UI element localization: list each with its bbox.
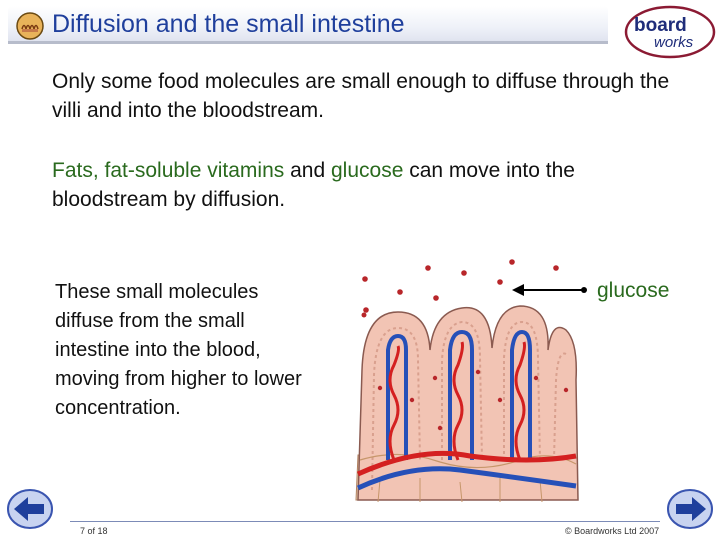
glucose-molecules: [361, 259, 559, 318]
highlight-fats: Fats, fat-soluble vitamins: [52, 159, 285, 182]
page-title: Diffusion and the small intestine: [52, 10, 405, 38]
arrow-left-icon: [14, 497, 44, 521]
vein-loop-2: [448, 329, 474, 460]
artery-loop-3: [514, 341, 526, 461]
boardworks-logo: board works: [624, 5, 716, 59]
glucose-molecules-inside: [377, 369, 569, 431]
explanation-paragraph: These small molecules diffuse from the s…: [55, 281, 302, 419]
logo-works-text: works: [654, 34, 694, 51]
intro-paragraph: Only some food molecules are small enoug…: [52, 70, 670, 122]
artery-loop-2: [452, 341, 464, 461]
villi-inner: [371, 320, 567, 491]
previous-slide-button[interactable]: [6, 488, 54, 530]
logo-board-text: board: [634, 15, 687, 36]
page-number: 7 of 18: [80, 526, 108, 536]
main-artery: [356, 450, 577, 477]
next-slide-button[interactable]: [666, 488, 714, 530]
glucose-pointer-head: [512, 284, 524, 296]
footer-rule: [70, 521, 660, 522]
villi-diagram: [355, 259, 587, 503]
main-vein: [356, 466, 577, 491]
title-rule: [8, 41, 608, 44]
vein-loop-3: [510, 329, 532, 460]
diffusion-paragraph: Fats, fat-soluble vitamins and glucose c…: [52, 156, 682, 214]
arrow-right-icon: [676, 497, 706, 521]
title-bar: [8, 6, 608, 42]
artery-loop-1: [388, 345, 400, 461]
text-and: and: [284, 159, 331, 182]
vein-loop-1: [386, 333, 408, 460]
glucose-pointer-dot: [581, 287, 587, 293]
glucose-label: glucose: [597, 279, 670, 302]
copyright: © Boardworks Ltd 2007: [565, 526, 660, 536]
text-rest: can move into the bloodstream by diffusi…: [52, 159, 575, 211]
villi-icon: [16, 12, 44, 40]
highlight-glucose: glucose: [330, 159, 404, 182]
